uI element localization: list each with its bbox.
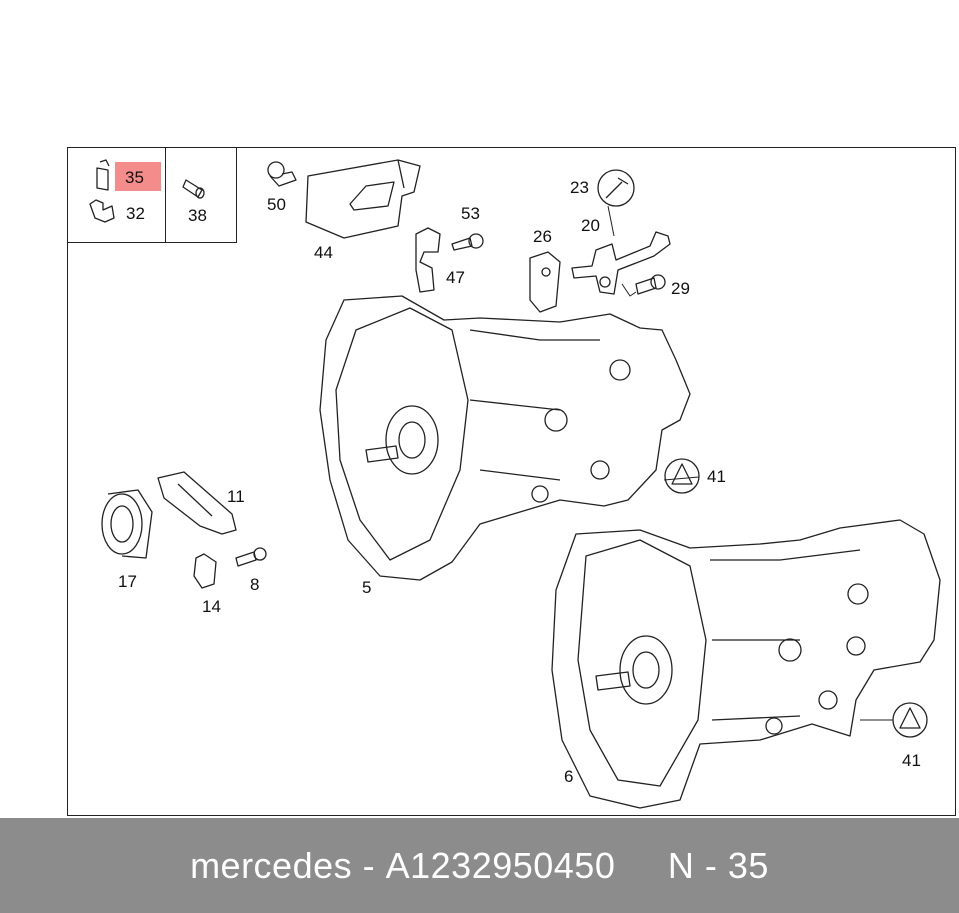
wrench-23-icon xyxy=(597,169,635,207)
release-fork-11-icon xyxy=(157,471,237,535)
gasket-26-icon xyxy=(529,251,561,313)
bracket-32-icon xyxy=(89,199,115,223)
footer-part-number: A1232950450 xyxy=(385,844,616,886)
callout-14[interactable]: 14 xyxy=(202,597,221,616)
transmission-6-icon xyxy=(551,519,941,809)
callout-47[interactable]: 47 xyxy=(446,268,465,287)
bolt-50-icon xyxy=(267,161,297,187)
callout-8[interactable]: 8 xyxy=(250,575,260,594)
plate-41-upper-icon xyxy=(664,458,700,494)
leader-lines xyxy=(607,205,893,721)
callout-41-upper[interactable]: 41 xyxy=(707,467,726,486)
callout-17[interactable]: 17 xyxy=(118,572,137,591)
bolt-8-icon xyxy=(235,547,267,567)
callout-35[interactable]: 35 xyxy=(125,168,144,187)
bushing-38-icon xyxy=(182,179,205,199)
callout-44[interactable]: 44 xyxy=(314,243,333,262)
footer-separator: - xyxy=(352,844,386,886)
callout-29[interactable]: 29 xyxy=(671,279,690,298)
footer-caption: mercedes - A1232950450 N - 35 xyxy=(0,818,959,913)
callout-11[interactable]: 11 xyxy=(227,487,245,506)
bracket-47-icon xyxy=(415,227,441,293)
callout-53[interactable]: 53 xyxy=(461,204,480,223)
bolt-53-icon xyxy=(451,233,484,251)
callout-41-lower[interactable]: 41 xyxy=(902,751,921,770)
clip-35-icon xyxy=(96,159,110,191)
diagram-frame xyxy=(67,147,956,816)
clip-14-icon xyxy=(193,553,217,589)
transmission-5-icon xyxy=(319,295,691,581)
legend-divider xyxy=(165,147,166,243)
footer-position: N - 35 xyxy=(667,844,769,886)
callout-26[interactable]: 26 xyxy=(533,227,552,246)
mount-44-icon xyxy=(305,159,421,239)
legend-box xyxy=(67,147,237,243)
footer-gap xyxy=(615,845,668,887)
plate-41-lower-icon xyxy=(892,702,928,738)
callout-32[interactable]: 32 xyxy=(126,204,145,223)
callout-5[interactable]: 5 xyxy=(362,578,372,597)
callout-38[interactable]: 38 xyxy=(188,206,207,225)
callout-20[interactable]: 20 xyxy=(581,216,600,235)
release-bearing-17-icon xyxy=(101,489,153,559)
highlighted-callout-box xyxy=(115,162,161,191)
bolt-29-icon xyxy=(635,274,666,295)
footer-brand: mercedes xyxy=(190,844,353,886)
footer-bar: mercedes - A1232950450 N - 35 xyxy=(0,818,959,913)
callout-50[interactable]: 50 xyxy=(267,195,286,214)
slave-cylinder-20-icon xyxy=(571,231,671,295)
callout-23[interactable]: 23 xyxy=(570,178,589,197)
callout-6[interactable]: 6 xyxy=(564,767,574,786)
